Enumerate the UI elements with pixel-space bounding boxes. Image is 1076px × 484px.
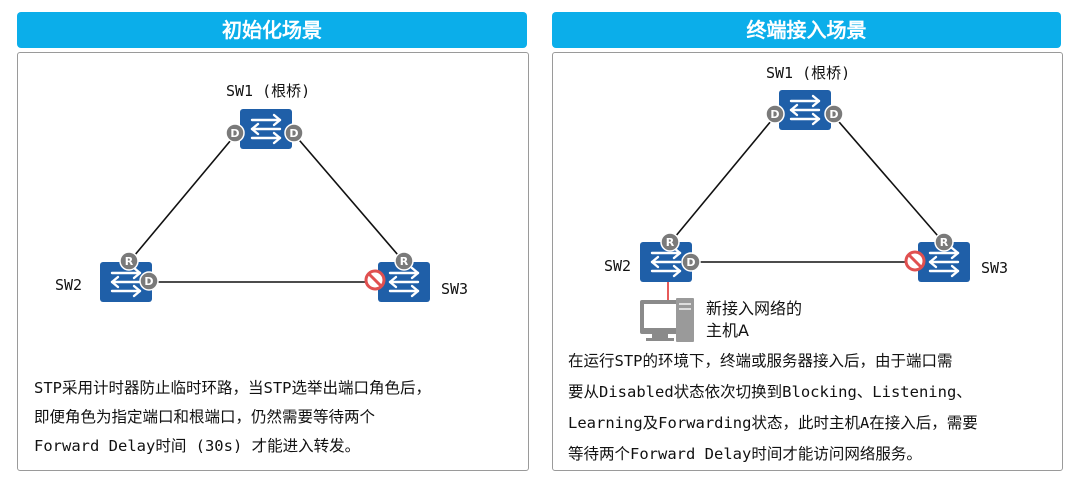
left-sw3-blocked-port-icon (364, 269, 386, 291)
right-caption-line-4: 等待两个Forward Delay时间才能访问网络服务。 (568, 445, 922, 463)
right-caption: 在运行STP的环境下，终端或服务器接入后，由于端口需 要从Disabled状态依… (568, 346, 1058, 470)
left-link-sw1-sw2 (128, 133, 237, 263)
left-caption-line-1: STP采用计时器防止临时环路，当STP选举出端口角色后， (34, 379, 431, 397)
left-sw1-port-left-label: D (230, 127, 239, 140)
right-sw2-port-right-label: D (686, 256, 695, 269)
left-sw1-port-right (284, 123, 304, 143)
left-sw1-port-right-label: D (289, 127, 298, 140)
host-label-line1: 新接入网络的 (706, 299, 803, 318)
left-sw2-port-top-label: R (125, 255, 134, 268)
left-sw3-port-top (394, 251, 414, 271)
right-sw3-port-top (934, 232, 954, 252)
left-caption-line-3: Forward Delay时间 (30s) 才能进入转发。 (34, 437, 361, 455)
right-sw1-port-left (765, 104, 785, 124)
left-sw2-port-right (139, 271, 159, 291)
right-sw1-port-right-label: D (829, 108, 838, 121)
left-sw3-port-top-label: R (400, 255, 409, 268)
left-caption-line-2: 即便角色为指定端口和根端口，仍然需要等待两个 (34, 408, 376, 426)
right-caption-line-1: 在运行STP的环境下，终端或服务器接入后，由于端口需 (568, 352, 953, 370)
left-caption: STP采用计时器防止临时环路，当STP选举出端口角色后， 即便角色为指定端口和根… (34, 374, 524, 461)
left-sw2-label: SW2 (55, 276, 83, 294)
left-sw2-port-top (119, 251, 139, 271)
right-sw1-label: SW1 (根桥) (766, 64, 851, 82)
left-sw1-port-left (225, 123, 245, 143)
right-caption-line-3: Learning及Forwarding状态，此时主机A在接入后，需要 (568, 414, 978, 432)
right-panel-title: 终端接入场景 (746, 18, 867, 42)
right-sw1-port-left-label: D (770, 108, 779, 121)
right-link-sw1-sw3 (832, 114, 945, 244)
right-sw2-port-right (681, 252, 701, 272)
host-computer-icon (640, 298, 694, 342)
host-label-line2: 主机A (706, 321, 749, 340)
right-sw2-port-top-label: R (666, 236, 675, 249)
host-label: 新接入网络的 主机A (706, 298, 802, 342)
left-sw2-port-right-label: D (144, 275, 153, 288)
right-sw3-port-top-label: R (940, 236, 949, 249)
right-sw2-label: SW2 (604, 257, 632, 275)
right-sw3-label: SW3 (981, 259, 1009, 277)
left-sw3-label: SW3 (441, 280, 469, 298)
right-caption-line-2: 要从Disabled状态依次切换到Blocking、Listening、 (568, 383, 972, 401)
right-link-sw1-sw2 (669, 114, 777, 244)
left-panel-header: 初始化场景 (17, 12, 527, 48)
left-sw1-switch-icon (238, 107, 294, 151)
left-sw1-label: SW1 (根桥) (226, 82, 311, 100)
right-sw3-blocked-port-icon (904, 250, 926, 272)
right-panel-header: 终端接入场景 (552, 12, 1061, 48)
right-sw1-switch-icon (777, 88, 833, 132)
left-link-sw1-sw3 (293, 133, 405, 263)
right-sw2-port-top (660, 232, 680, 252)
right-sw1-port-right (824, 104, 844, 124)
left-panel-title: 初始化场景 (222, 18, 322, 42)
